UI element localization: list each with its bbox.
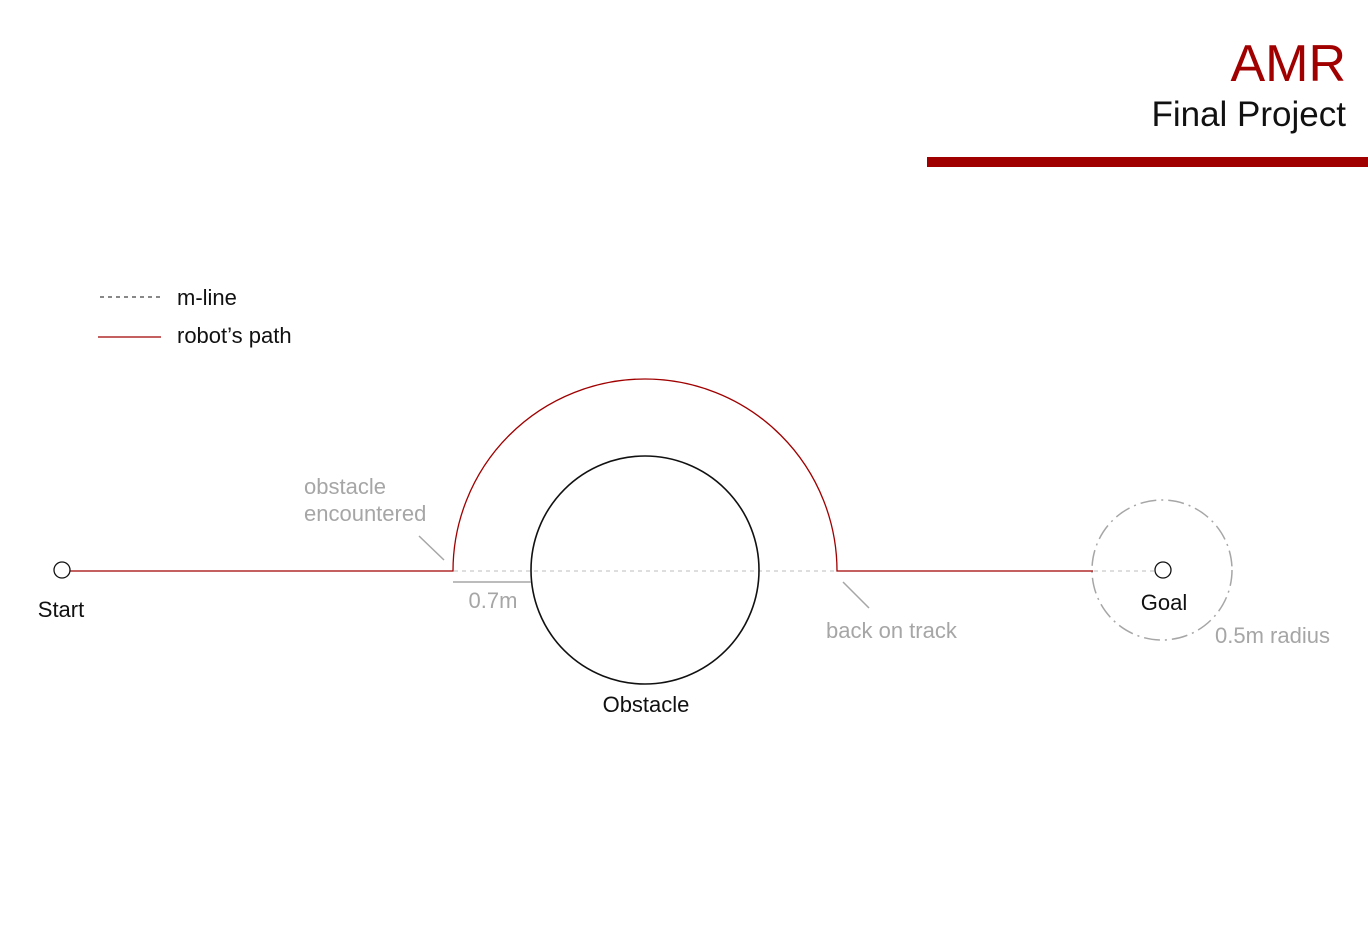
legend-mline-label: m-line — [177, 285, 237, 310]
obstacle-circle — [530, 455, 760, 685]
obstacle-encountered-label-line2: encountered — [304, 501, 426, 526]
robot-path — [62, 378, 1093, 572]
title-underline-bar — [927, 157, 1368, 167]
back-on-track-label: back on track — [826, 618, 958, 643]
clearance-label: 0.7m — [469, 588, 518, 613]
slide-subtitle: Final Project — [1151, 95, 1346, 134]
title-block: AMR Final Project — [1151, 34, 1346, 136]
legend: m-line robot’s path — [98, 285, 292, 348]
goal-label: Goal — [1141, 590, 1187, 615]
slide-title: AMR — [1230, 35, 1346, 93]
legend-path-label: robot’s path — [177, 323, 292, 348]
goal-marker — [1154, 561, 1172, 579]
obstacle-encountered-leader — [418, 535, 445, 561]
start-label: Start — [38, 597, 84, 622]
obstacle-label: Obstacle — [603, 692, 690, 717]
back-on-track-leader — [842, 581, 870, 609]
start-marker — [53, 561, 71, 579]
obstacle-encountered-label-line1: obstacle — [304, 474, 386, 499]
goal-radius-circle — [1091, 499, 1233, 641]
goal-radius-label: 0.5m radius — [1215, 623, 1330, 648]
